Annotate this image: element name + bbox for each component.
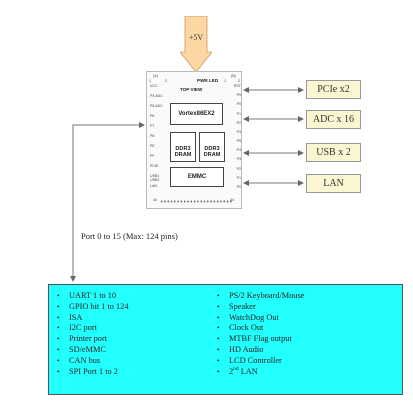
bottom-right-num: 44	[230, 198, 234, 202]
interface-box-lan: LAN	[306, 174, 361, 193]
cpu-chip: Vortex86EX2	[170, 103, 223, 125]
feature-item: Clock Out	[215, 323, 304, 334]
pin-label: PE	[150, 144, 155, 148]
feature-item: I2C port	[55, 323, 128, 334]
pwr-led-label: PWR LED	[197, 78, 219, 83]
pin-label: P3	[236, 157, 241, 162]
feature-2nd-lan-sup: nd	[233, 365, 239, 372]
col-b-num: 1	[224, 79, 226, 83]
feature-item: GPIO bit 1 to 124	[55, 302, 128, 313]
feature-item: HD Audio	[215, 345, 304, 356]
feature-item: Speaker	[215, 302, 304, 313]
bottom-pin-dots	[160, 200, 232, 203]
pin-label: P9	[236, 93, 241, 98]
interface-box-usb: USB x 2	[306, 143, 361, 162]
feature-item-2nd-lan: 2nd LAN	[215, 365, 304, 378]
power-label: +5V	[188, 33, 204, 42]
feature-item: Printer port	[55, 334, 128, 345]
feature-2nd-lan-text: LAN	[238, 366, 258, 376]
bottom-left-num: 44	[153, 198, 157, 202]
pin-label: P2	[236, 166, 241, 171]
feature-item: PS/2 Keyboard/Mouse	[215, 291, 304, 302]
pin-label: LAN	[150, 184, 157, 188]
interface-box-adc: ADC x 16	[306, 110, 361, 129]
top-view-label: TOP VIEW	[180, 87, 203, 92]
pin-label: P4 ADC	[150, 94, 163, 98]
feature-item: MTBF Flag output	[215, 334, 304, 345]
feature-item: SD/eMMC	[55, 345, 128, 356]
pin-label: P3	[236, 129, 241, 134]
port-connector	[70, 122, 145, 282]
feature-item: WatchDog Out	[215, 313, 304, 324]
cpu-label: Vortex86EX2	[178, 111, 215, 117]
feature-item: UART 1 to 10	[55, 291, 128, 302]
feature-item: ISA	[55, 313, 128, 324]
pin-label: P8	[150, 134, 155, 138]
dram-chip-2: DDR3 DRAM	[199, 132, 225, 162]
pin-label: PCIE	[150, 164, 159, 168]
pin-label: P0	[236, 102, 241, 107]
features-right-list: PS/2 Keyboard/Mouse Speaker WatchDog Out…	[215, 291, 304, 377]
pin-label: P1	[236, 111, 241, 116]
features-panel: UART 1 to 10 GPIO bit 1 to 124 ISA I2C p…	[48, 284, 403, 395]
features-left-list: UART 1 to 10 GPIO bit 1 to 124 ISA I2C p…	[55, 291, 128, 377]
col-a-num: 1	[149, 79, 151, 83]
interface-box-pcie: PCIe x2	[306, 80, 361, 99]
emmc-label: EMMC	[187, 174, 207, 180]
pin-label: PF	[150, 154, 155, 158]
pin-label: P1	[236, 175, 241, 180]
feature-item: LCD Controller	[215, 356, 304, 367]
pin-label: P2	[236, 120, 241, 125]
col-a-num2: 2	[165, 79, 167, 83]
col-b-label: (B)	[231, 74, 236, 78]
pin-label: P5	[236, 139, 241, 143]
pcie-label: PCIe x2	[317, 84, 350, 95]
dram2-label: DDR3 DRAM	[203, 146, 221, 158]
dram-chip-1: DDR3 DRAM	[170, 132, 196, 162]
feature-2nd-lan-num: 2	[229, 366, 234, 376]
module-board: (A) 1 2 (B) 1 2 PWR LED TOP VIEW VCC P4 A…	[146, 71, 242, 209]
power-arrow-icon	[180, 16, 212, 72]
pin-label: USB1 USB2	[150, 174, 160, 182]
col-a-label: (A)	[153, 74, 158, 78]
pin-label: RST	[233, 84, 241, 88]
feature-item: SPI Port 1 to 2	[55, 367, 128, 378]
col-b-num2: 2	[238, 79, 240, 83]
emmc-chip: EMMC	[170, 167, 224, 187]
pin-label: P0	[236, 184, 241, 189]
port-caption: Port 0 to 15 (Max: 124 pins)	[81, 231, 178, 241]
lan-label: LAN	[323, 178, 344, 189]
pin-label: P4	[236, 148, 241, 153]
pin-label: P7	[150, 124, 155, 128]
usb-label: USB x 2	[316, 147, 351, 158]
pin-label: P5 ADC	[150, 104, 163, 108]
pin-label: P6	[150, 114, 155, 118]
adc-label: ADC x 16	[312, 114, 355, 125]
feature-item: CAN bus	[55, 356, 128, 367]
pin-label: VCC	[150, 84, 158, 88]
dram1-label: DDR3 DRAM	[174, 146, 192, 158]
